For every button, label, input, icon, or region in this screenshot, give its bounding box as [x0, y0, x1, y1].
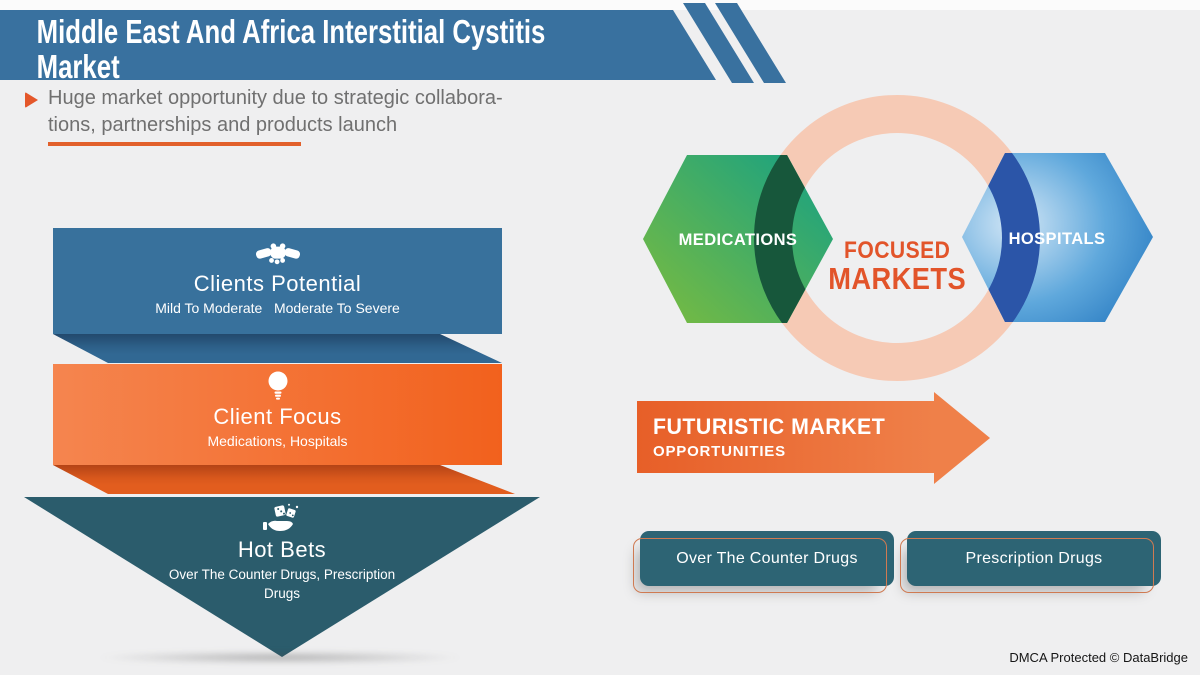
funnel-level-subtitle: Over The Counter Drugs, Prescription Dru…	[168, 567, 399, 601]
accent-underline	[48, 142, 301, 146]
focused-markets-label-line2: MARKETS	[828, 262, 966, 296]
funnel-level-client-focus: Client Focus Medications, Hospitals	[53, 364, 502, 465]
lightbulb-icon	[265, 368, 291, 402]
hexagon-medications-label: MEDICATIONS	[679, 231, 798, 249]
dice-hand-icon	[134, 501, 430, 535]
funnel-level-hot-bets: Hot Bets Over The Counter Drugs, Prescri…	[24, 497, 540, 657]
page-title: Middle East And Africa Interstitial Cyst…	[0, 10, 593, 85]
over-the-counter-drugs-button[interactable]: Over The Counter Drugs	[633, 531, 894, 593]
dmca-label: DMCA Protected © DataBridge	[1009, 650, 1188, 665]
bullet-arrow-icon	[25, 92, 38, 108]
button-label: Over The Counter Drugs	[676, 549, 858, 567]
funnel-level-clients-potential: Clients Potential Mild To Moderate Moder…	[53, 228, 502, 334]
focused-markets-diagram: MEDICATIONS HOSPITALS FOCUSED MARKETS	[643, 95, 1153, 381]
subtitle-line1: Huge market opportunity due to strategic…	[48, 87, 503, 109]
arrow-head-icon	[934, 392, 990, 484]
page-title-line2: Market	[36, 48, 120, 85]
ground-shadow	[95, 651, 465, 664]
funnel-fold	[53, 334, 502, 363]
handshake-icon	[254, 235, 302, 269]
subtitle: Huge market opportunity due to strategic…	[48, 85, 503, 139]
hexagon-ring-overlap	[962, 153, 1040, 322]
hexagon-hospitals-label: HOSPITALS	[1009, 230, 1106, 248]
arrow-label-line1: FUTURISTIC MARKET	[653, 414, 886, 439]
page-title-line1: Middle East And Africa Interstitial Cyst…	[36, 13, 546, 50]
funnel-level-title: Hot Bets	[237, 537, 327, 562]
focused-markets-label-line1: FOCUSED	[844, 237, 950, 264]
top-strip	[0, 0, 1200, 10]
arrow-label-line2: OPPORTUNITIES	[653, 443, 786, 460]
subtitle-line2: tions, partnerships and products launch	[48, 114, 398, 136]
title-banner: Middle East And Africa Interstitial Cyst…	[0, 10, 716, 80]
prescription-drugs-button[interactable]: Prescription Drugs	[900, 531, 1161, 593]
button-label: Prescription Drugs	[965, 549, 1103, 567]
hexagon-ring-overlap	[754, 155, 833, 323]
funnel-level-title: Client Focus	[213, 404, 342, 429]
futuristic-market-arrow: FUTURISTIC MARKET OPPORTUNITIES	[637, 401, 934, 473]
funnel-fold	[53, 465, 515, 494]
funnel-level-subtitle: Mild To Moderate Moderate To Severe	[155, 300, 400, 316]
funnel-level-title: Clients Potential	[193, 271, 362, 296]
funnel-level-subtitle: Medications, Hospitals	[207, 433, 348, 449]
